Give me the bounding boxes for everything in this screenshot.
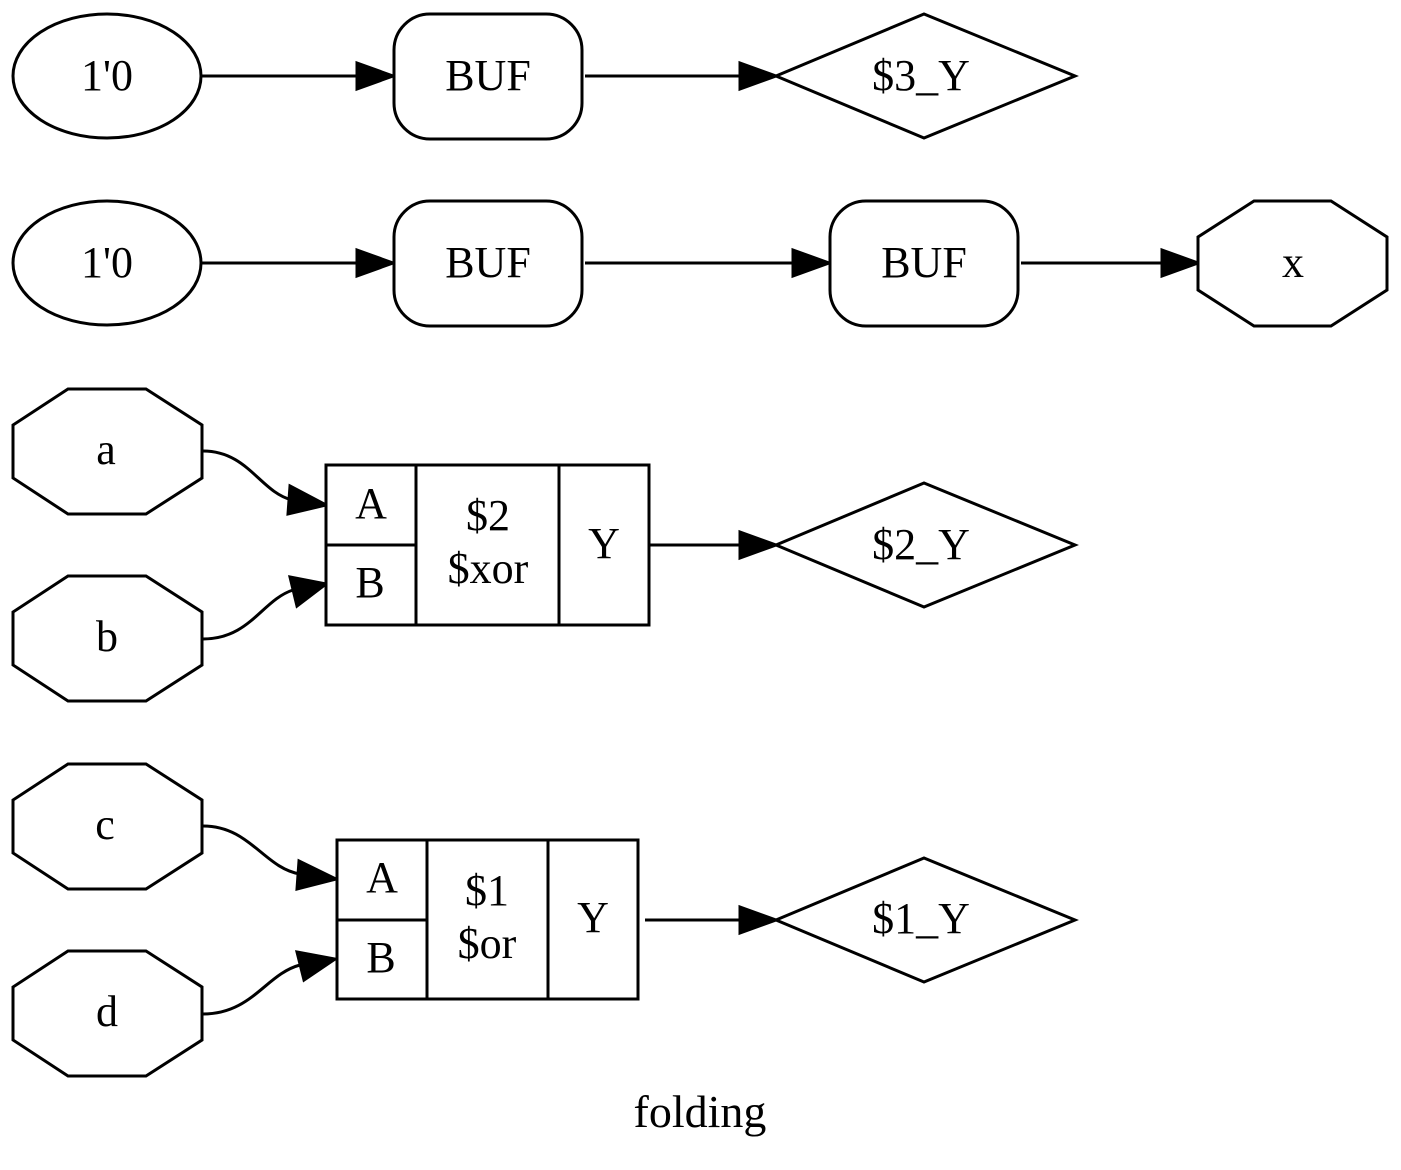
port-d: d [11, 949, 204, 1078]
buf-node-mid-1-label: BUF [445, 238, 531, 287]
wire-output-2y-label: $2_Y [872, 520, 970, 569]
port-x: x [1196, 199, 1389, 328]
port-c: c [11, 762, 204, 891]
edge-a-to-xor-a [202, 449, 331, 516]
wire-output-1y: $1_Y [772, 856, 1079, 984]
const-node-top-label: 1'0 [81, 51, 133, 100]
edge-const-top-to-buf [202, 60, 398, 92]
port-a: a [11, 387, 204, 516]
port-d-label: d [96, 987, 118, 1036]
xor-cell-port-b: B [355, 558, 384, 607]
xor-cell-port-a: A [355, 479, 387, 528]
wire-output-1y-label: $1_Y [872, 894, 970, 943]
or-cell-id: $1 [465, 866, 509, 915]
port-c-label: c [95, 800, 115, 849]
buf-node-mid-1: BUF [392, 199, 584, 328]
edge-or-to-1y [645, 904, 781, 936]
xor-cell: A B $2 $xor Y [324, 463, 651, 627]
edge-buf-mid-2-to-x [1021, 247, 1203, 279]
graph-title: folding [634, 1086, 767, 1137]
wire-output-2y: $2_Y [772, 481, 1079, 609]
port-a-label: a [96, 425, 116, 474]
wire-output-3y: $3_Y [772, 12, 1079, 140]
edge-buf-mid-1-to-buf-mid-2 [585, 247, 834, 279]
edge-xor-to-2y [649, 529, 781, 561]
port-b: b [11, 574, 204, 703]
or-cell: A B $1 $or Y [335, 838, 640, 1001]
edge-b-to-xor-b [202, 575, 330, 641]
port-b-label: b [96, 612, 118, 661]
const-node-mid: 1'0 [11, 199, 203, 327]
wire-output-3y-label: $3_Y [872, 51, 970, 100]
const-node-mid-label: 1'0 [81, 238, 133, 287]
or-cell-port-y: Y [577, 893, 609, 942]
edge-const-mid-to-buf [202, 247, 398, 279]
buf-node-mid-2: BUF [828, 199, 1020, 328]
or-cell-port-a: A [366, 853, 398, 902]
xor-cell-type: $xor [448, 544, 529, 593]
xor-cell-id: $2 [466, 491, 510, 540]
const-node-top: 1'0 [11, 12, 203, 140]
edge-buf-top-to-3y [585, 60, 781, 92]
buf-node-top: BUF [392, 12, 584, 141]
or-cell-type: $or [458, 919, 517, 968]
edge-c-to-or-a [202, 824, 341, 891]
or-cell-port-b: B [366, 933, 395, 982]
edge-d-to-or-b [202, 950, 339, 1016]
buf-node-mid-2-label: BUF [881, 238, 967, 287]
port-x-label: x [1282, 238, 1304, 287]
xor-cell-port-y: Y [588, 519, 620, 568]
buf-node-top-label: BUF [445, 51, 531, 100]
